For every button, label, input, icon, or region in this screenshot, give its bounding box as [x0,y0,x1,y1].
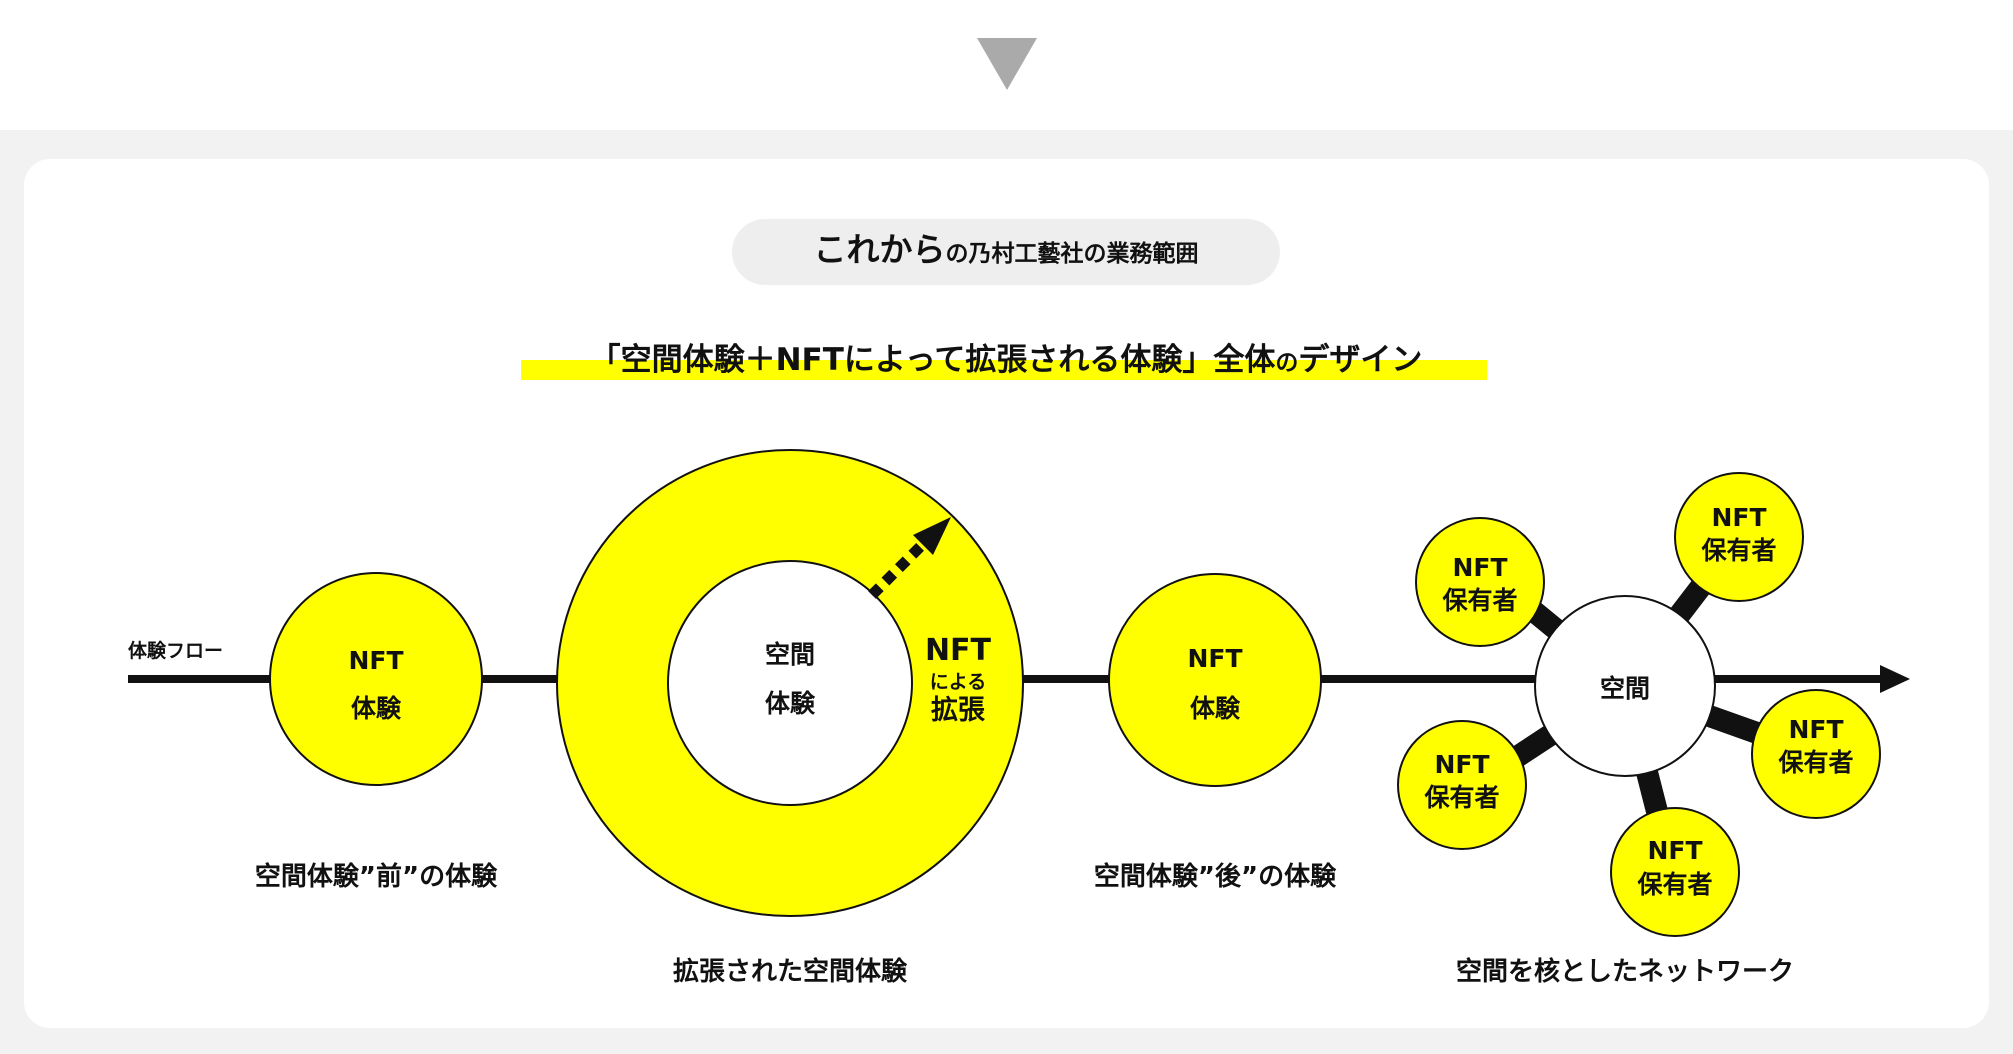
scope-pill-sub: の乃村工藝社の業務範囲 [946,240,1199,267]
stage2-inner-line2: 体験 [765,689,816,718]
stage3-circle-line2: 体験 [1190,694,1241,723]
holder-right-circle [1751,689,1881,819]
stage3-caption: 空間体験”後”の体験 [1094,861,1337,892]
scope-pill-text: これからの乃村工藝社の業務範囲 [814,230,1199,269]
network-hub-label: 空間 [1600,674,1650,703]
holder-bottom-line2: 保有者 [1636,870,1712,899]
scope-pill [732,219,1280,285]
holder-upper-left-line1: NFT [1452,553,1507,582]
holder-bottom-circle [1610,807,1740,937]
headline-part-b: の [1275,350,1298,376]
network-hub-circle [1534,595,1716,777]
stage1-nft-circle [269,572,483,786]
down-arrow-icon [977,38,1037,90]
stage4-caption: 空間を核としたネットワーク [1456,956,1794,987]
stage3-nft-circle [1108,573,1322,787]
stage2-ring-line2: による [930,671,986,693]
holder-lower-left-line2: 保有者 [1423,783,1499,812]
headline: 「空間体験＋NFTによって拡張される体験」全体のデザイン [590,342,1423,378]
stage2-ring-line3: 拡張 [931,695,986,726]
stage2-ring-line1: NFT [925,633,992,668]
stage3-circle-line1: NFT [1187,644,1242,673]
scope-pill-main: これから [814,230,946,269]
holder-upper-right-line1: NFT [1711,503,1766,532]
stage2-inner-circle [667,560,913,806]
holder-upper-right-line2: 保有者 [1700,536,1776,565]
stage2-inner-line1: 空間 [765,640,815,669]
expansion-arrowhead-icon [913,517,951,555]
flow-label: 体験フロー [128,639,223,662]
stage1-circle-line1: NFT [348,646,403,675]
holder-bottom-line1: NFT [1647,836,1702,865]
holder-lower-left-circle [1397,720,1527,850]
stage1-caption: 空間体験”前”の体験 [255,861,498,892]
holder-upper-left-circle [1415,517,1545,647]
holder-right-line2: 保有者 [1777,748,1853,777]
holder-upper-right-circle [1674,472,1804,602]
flow-arrowhead-icon [1880,665,1910,693]
headline-highlight [521,360,1487,380]
holder-right-line1: NFT [1788,715,1843,744]
headline-part-a: 「空間体験＋NFTによって拡張される体験」全体 [590,342,1276,378]
holder-upper-left-line2: 保有者 [1441,586,1517,615]
stage1-circle-line2: 体験 [351,694,402,723]
holder-lower-left-line1: NFT [1434,750,1489,779]
stage2-caption: 拡張された空間体験 [673,956,908,987]
expansion-dashed-line [868,537,930,599]
headline-part-c: デザイン [1298,342,1422,378]
